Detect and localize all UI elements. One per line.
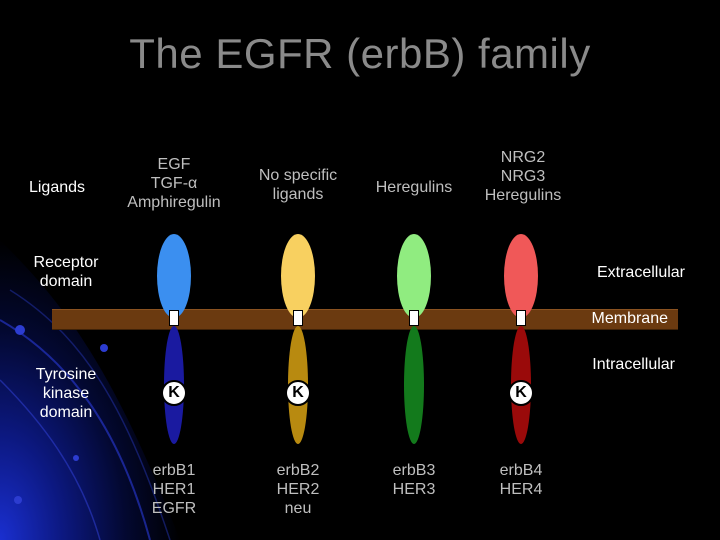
receptor-1-ligands: EGF TGF-α Amphiregulin [127,156,221,211]
receptor-4-kinase-marker: K [508,380,534,406]
ligands-row-label: Ligands [28,179,86,196]
receptor-4-transmembrane-segment [516,310,526,326]
receptor-4-name: erbB4 HER4 [499,462,543,498]
extracellular-label: Extracellular [596,264,685,281]
receptor-2-extracellular-domain [281,234,315,318]
intracellular-label: Intracellular [592,356,675,373]
receptor-domain-row-label: Receptor domain [33,254,99,290]
slide-title: The EGFR (erbB) family [129,30,591,77]
membrane-label: Membrane [591,310,668,327]
receptor-3-name: erbB3 HER3 [392,462,436,498]
receptor-1-kinase-marker: K [161,380,187,406]
tyrosine-kinase-domain-row-label: Tyrosine kinase domain [35,366,97,421]
receptor-1-transmembrane-segment [169,310,179,326]
receptor-2-ligands: No specific ligands [258,167,338,203]
receptor-2-name: erbB2 HER2 neu [276,462,320,517]
receptor-3-extracellular-domain [397,234,431,318]
receptor-1-name: erbB1 HER1 EGFR [151,462,197,517]
receptor-2-kinase-marker: K [285,380,311,406]
receptor-3-transmembrane-segment [409,310,419,326]
cell-membrane [52,309,678,330]
receptor-2-transmembrane-segment [293,310,303,326]
receptor-4-ligands: NRG2 NRG3 Heregulins [484,149,562,204]
receptor-3-kinase-domain [404,326,424,444]
receptor-4-extracellular-domain [504,234,538,318]
receptor-3-ligands: Heregulins [375,179,453,196]
receptor-1-extracellular-domain [157,234,191,318]
